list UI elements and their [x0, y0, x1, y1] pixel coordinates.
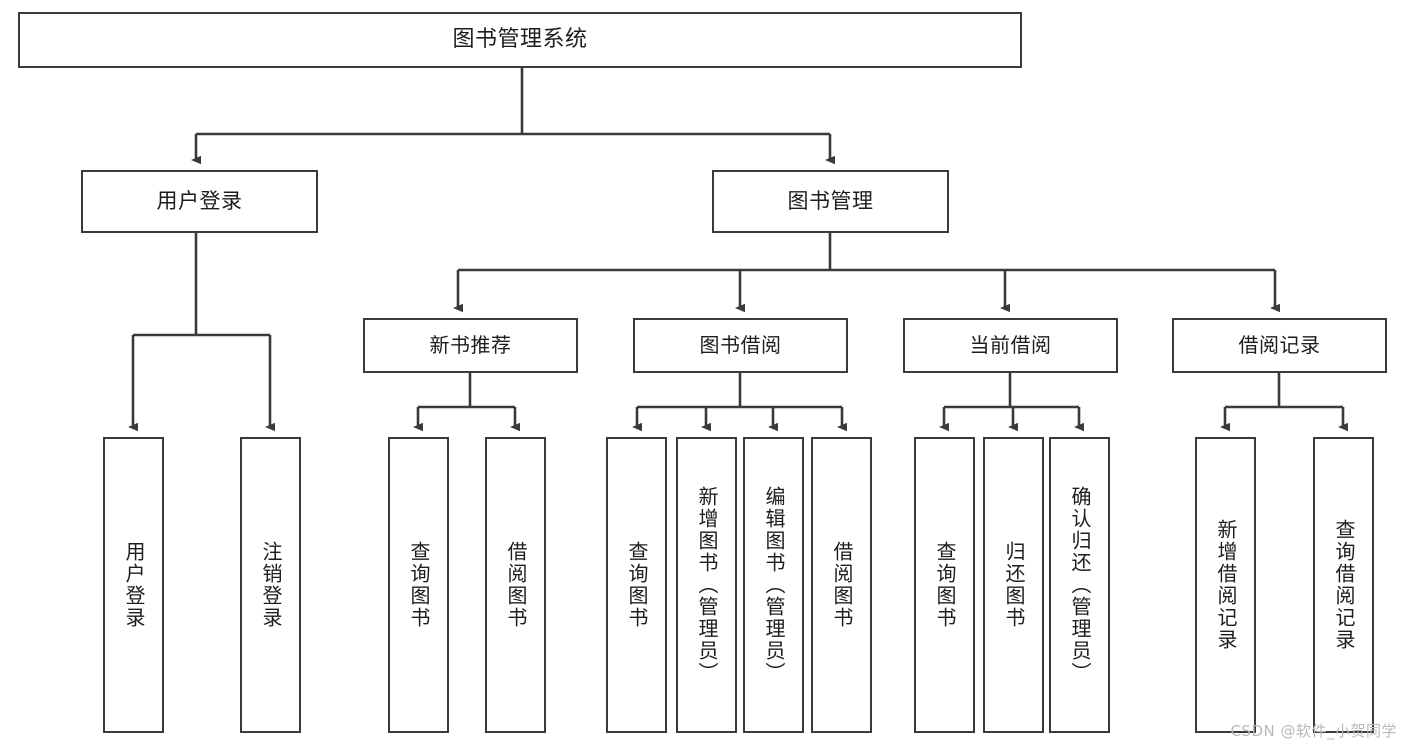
node-leaf-user-login[interactable]: 用户登录 [103, 437, 164, 733]
node-leaf-add-borrow-record[interactable]: 新增借阅记录 [1195, 437, 1256, 733]
node-book-borrow[interactable]: 图书借阅 [633, 318, 848, 373]
node-label: 借阅图书 [504, 541, 528, 629]
node-user-login[interactable]: 用户登录 [81, 170, 318, 233]
node-borrow-record[interactable]: 借阅记录 [1172, 318, 1387, 373]
node-label: 用户登录 [122, 541, 146, 629]
node-leaf-edit-book[interactable]: 编辑图书（管理员） [743, 437, 804, 733]
node-label: 新增图书（管理员） [695, 486, 719, 684]
node-label: 借阅记录 [1238, 333, 1321, 357]
node-root-system[interactable]: 图书管理系统 [18, 12, 1022, 68]
node-label: 查询图书 [407, 541, 431, 629]
node-label: 注销登录 [259, 541, 283, 629]
node-book-manage[interactable]: 图书管理 [712, 170, 949, 233]
node-leaf-query-book-2[interactable]: 查询图书 [606, 437, 667, 733]
node-leaf-return-book[interactable]: 归还图书 [983, 437, 1044, 733]
node-leaf-add-book[interactable]: 新增图书（管理员） [676, 437, 737, 733]
node-label: 用户登录 [156, 189, 243, 214]
node-label: 查询图书 [933, 541, 957, 629]
node-leaf-query-book-3[interactable]: 查询图书 [914, 437, 975, 733]
node-leaf-borrow-book-1[interactable]: 借阅图书 [485, 437, 546, 733]
node-label: 当前借阅 [969, 333, 1052, 357]
node-leaf-logout-login[interactable]: 注销登录 [240, 437, 301, 733]
node-label: 图书管理系统 [452, 27, 588, 53]
node-label: 归还图书 [1002, 541, 1026, 629]
node-label: 查询图书 [625, 541, 649, 629]
csdn-watermark: CSDN @软件_小贺同学 [1230, 722, 1397, 740]
node-new-book-recommend[interactable]: 新书推荐 [363, 318, 578, 373]
node-label: 查询借阅记录 [1332, 519, 1356, 651]
node-label: 确认归还（管理员） [1068, 486, 1092, 684]
node-current-borrow[interactable]: 当前借阅 [903, 318, 1118, 373]
node-leaf-query-borrow-record[interactable]: 查询借阅记录 [1313, 437, 1374, 733]
node-label: 借阅图书 [830, 541, 854, 629]
node-leaf-query-book-1[interactable]: 查询图书 [388, 437, 449, 733]
node-label: 图书借阅 [699, 333, 782, 357]
node-label: 编辑图书（管理员） [762, 486, 786, 684]
node-label: 新增借阅记录 [1214, 519, 1238, 651]
node-leaf-confirm-return[interactable]: 确认归还（管理员） [1049, 437, 1110, 733]
node-label: 图书管理 [787, 189, 874, 214]
node-label: 新书推荐 [429, 333, 512, 357]
node-leaf-borrow-book-2[interactable]: 借阅图书 [811, 437, 872, 733]
